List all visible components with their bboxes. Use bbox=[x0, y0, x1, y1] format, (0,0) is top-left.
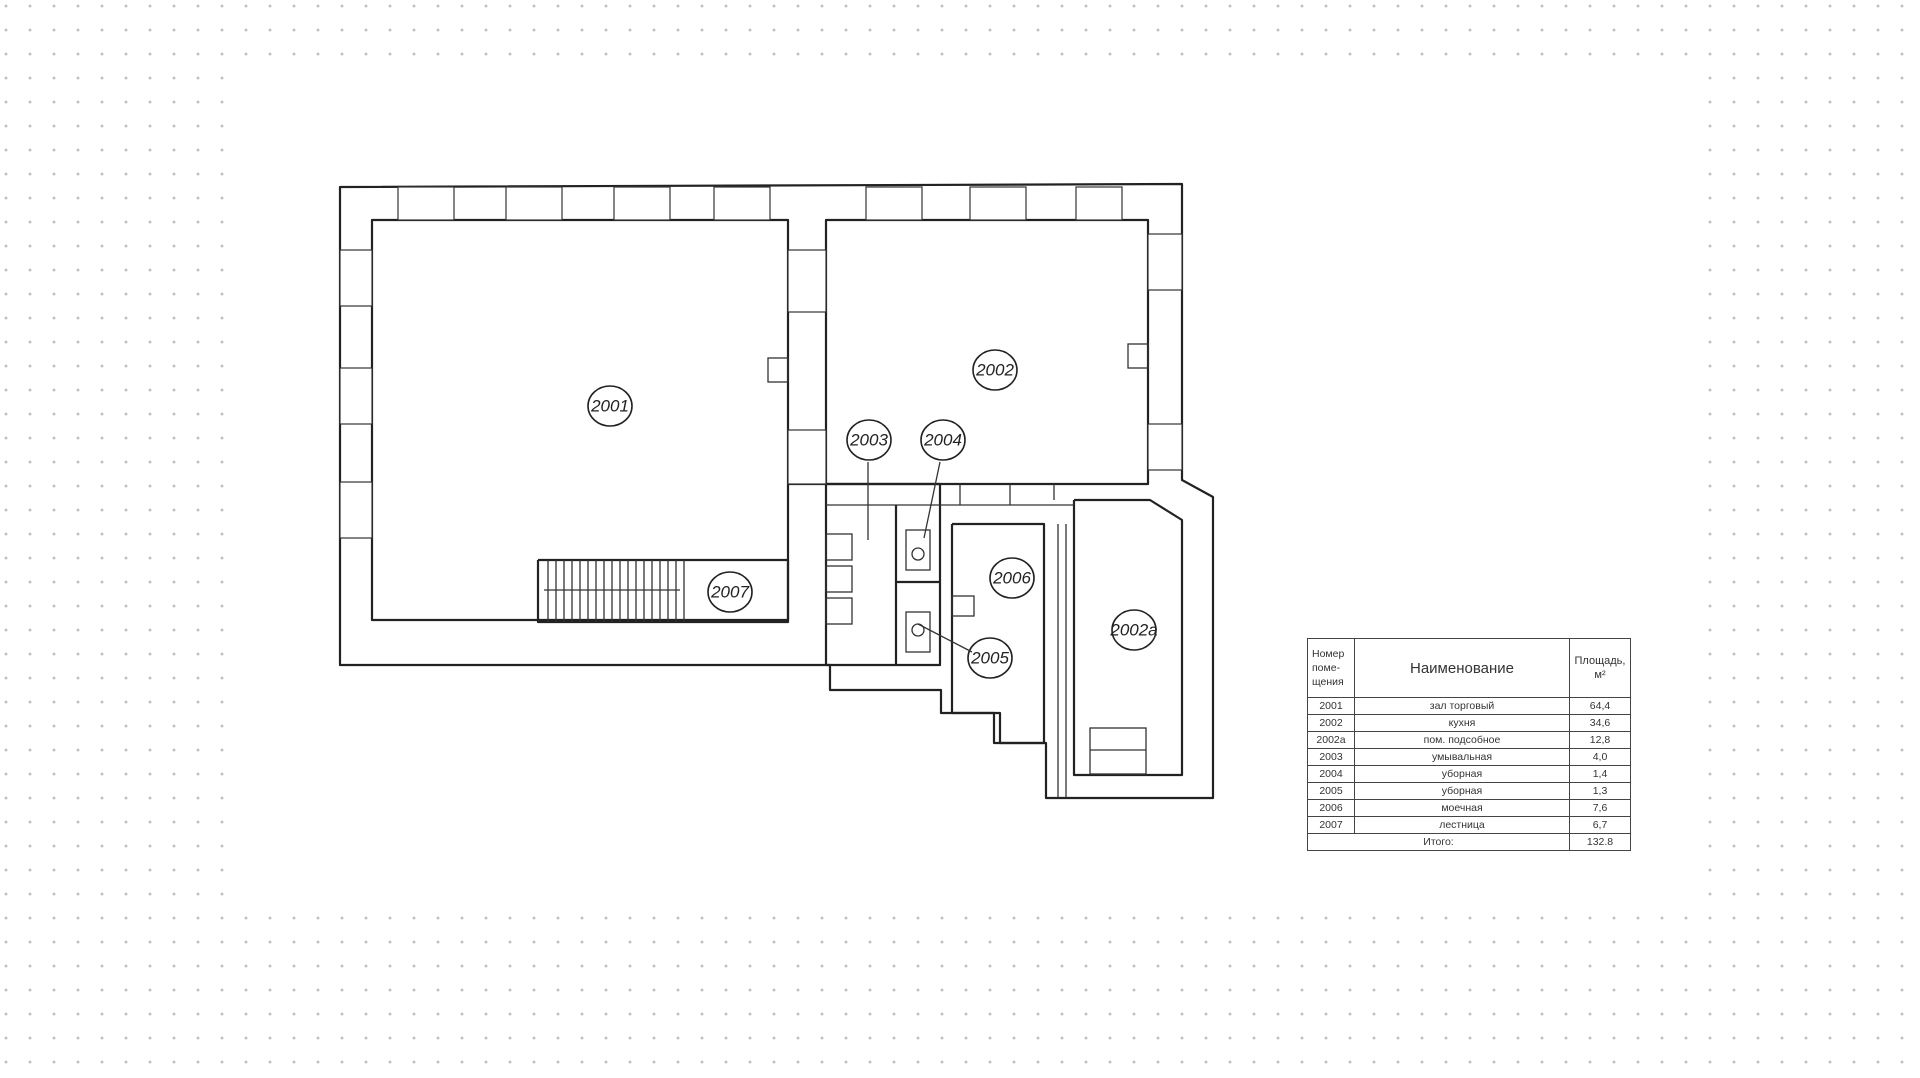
row-name: моечная bbox=[1354, 799, 1570, 817]
radiator-icon bbox=[767, 357, 789, 383]
row-number: 2002 bbox=[1307, 714, 1355, 732]
staircase-2007 bbox=[544, 560, 685, 622]
window bbox=[969, 186, 1027, 221]
row-area: 1,4 bbox=[1569, 765, 1631, 783]
table-row: 2003 умывальная 4,0 bbox=[1307, 748, 1631, 766]
room-2007-outline bbox=[536, 558, 790, 624]
window bbox=[1147, 423, 1183, 471]
toilet-icon bbox=[905, 529, 931, 571]
outer-wall bbox=[338, 182, 1215, 800]
table-row: 2004 уборная 1,4 bbox=[1307, 765, 1631, 783]
row-number: 2005 bbox=[1307, 782, 1355, 800]
radiator-icon bbox=[1127, 343, 1149, 369]
sink-icon bbox=[951, 595, 975, 617]
header-name: Наименование bbox=[1354, 638, 1570, 698]
window bbox=[339, 481, 373, 539]
row-number: 2007 bbox=[1307, 816, 1355, 834]
row-number: 2004 bbox=[1307, 765, 1355, 783]
row-area: 7,6 bbox=[1569, 799, 1631, 817]
row-area: 6,7 bbox=[1569, 816, 1631, 834]
toilet-icon bbox=[905, 611, 931, 653]
row-number: 2003 bbox=[1307, 748, 1355, 766]
room-2003-outline bbox=[826, 482, 942, 667]
room-2002a-outline bbox=[1072, 498, 1184, 777]
table-header-row: Номер поме-щения Наименование Площадь, м… bbox=[1307, 638, 1631, 698]
window bbox=[865, 186, 923, 221]
table-total-row: Итого: 132.8 bbox=[1307, 833, 1631, 851]
sink-icon bbox=[825, 565, 853, 593]
window bbox=[397, 186, 455, 221]
row-name: кухня bbox=[1354, 714, 1570, 732]
row-name: умывальная bbox=[1354, 748, 1570, 766]
window bbox=[339, 249, 373, 307]
header-area: Площадь, м² bbox=[1569, 638, 1631, 698]
window bbox=[1075, 186, 1123, 221]
window bbox=[713, 186, 771, 221]
total-value: 132.8 bbox=[1569, 833, 1631, 851]
toilet-icon bbox=[911, 547, 925, 561]
row-name: уборная bbox=[1354, 765, 1570, 783]
staircase-2002a bbox=[1089, 727, 1147, 775]
table-row: 2007 лестница 6,7 bbox=[1307, 816, 1631, 834]
row-number: 2002a bbox=[1307, 731, 1355, 749]
row-name: лестница bbox=[1354, 816, 1570, 834]
room-label: 2004 bbox=[923, 430, 962, 449]
row-number: 2006 bbox=[1307, 799, 1355, 817]
room-bubble-2004: 2004 bbox=[920, 419, 966, 461]
room-schedule-table: Номер поме-щения Наименование Площадь, м… bbox=[1307, 638, 1631, 851]
row-area: 4,0 bbox=[1569, 748, 1631, 766]
table-row: 2006 моечная 7,6 bbox=[1307, 799, 1631, 817]
row-name: уборная bbox=[1354, 782, 1570, 800]
room-bubble-2002a: 2002a bbox=[1109, 609, 1158, 651]
room-label: 2005 bbox=[970, 648, 1009, 667]
leader-line bbox=[917, 623, 973, 653]
room-label: 2007 bbox=[710, 582, 749, 601]
room-bubble-2006: 2006 bbox=[989, 557, 1035, 599]
room-label: 2006 bbox=[992, 568, 1031, 587]
row-area: 12,8 bbox=[1569, 731, 1631, 749]
window bbox=[787, 249, 827, 313]
room-bubble-2003: 2003 bbox=[846, 419, 892, 461]
table-row: 2002a пом. подсобное 12,8 bbox=[1307, 731, 1631, 749]
room-bubble-2005: 2005 bbox=[967, 637, 1013, 679]
header-number: Номер поме-щения bbox=[1307, 638, 1355, 698]
sink-icon bbox=[825, 597, 853, 625]
table-row: 2005 уборная 1,3 bbox=[1307, 782, 1631, 800]
room-bubble-2007: 2007 bbox=[707, 571, 753, 613]
room-label: 2002 bbox=[975, 360, 1014, 379]
row-area: 34,6 bbox=[1569, 714, 1631, 732]
room-label: 2001 bbox=[590, 396, 629, 415]
window bbox=[1147, 233, 1183, 291]
window bbox=[613, 186, 671, 221]
window bbox=[787, 429, 827, 485]
corridor-walls bbox=[788, 482, 828, 665]
row-area: 64,4 bbox=[1569, 697, 1631, 715]
row-number: 2001 bbox=[1307, 697, 1355, 715]
total-label: Итого: bbox=[1307, 833, 1570, 851]
table-row: 2002 кухня 34,6 bbox=[1307, 714, 1631, 732]
room-2006-outline bbox=[950, 522, 1046, 745]
room-bubble-2001: 2001 bbox=[587, 385, 633, 427]
table-row: 2001 зал торговый 64,4 bbox=[1307, 697, 1631, 715]
window bbox=[339, 367, 373, 425]
room-label: 2003 bbox=[849, 430, 888, 449]
sink-icon bbox=[825, 533, 853, 561]
row-name: зал торговый bbox=[1354, 697, 1570, 715]
row-name: пом. подсобное bbox=[1354, 731, 1570, 749]
window bbox=[505, 186, 563, 221]
row-area: 1,3 bbox=[1569, 782, 1631, 800]
room-label: 2002a bbox=[1109, 620, 1157, 639]
leader-line bbox=[923, 461, 941, 539]
room-bubble-2002: 2002 bbox=[972, 349, 1018, 391]
